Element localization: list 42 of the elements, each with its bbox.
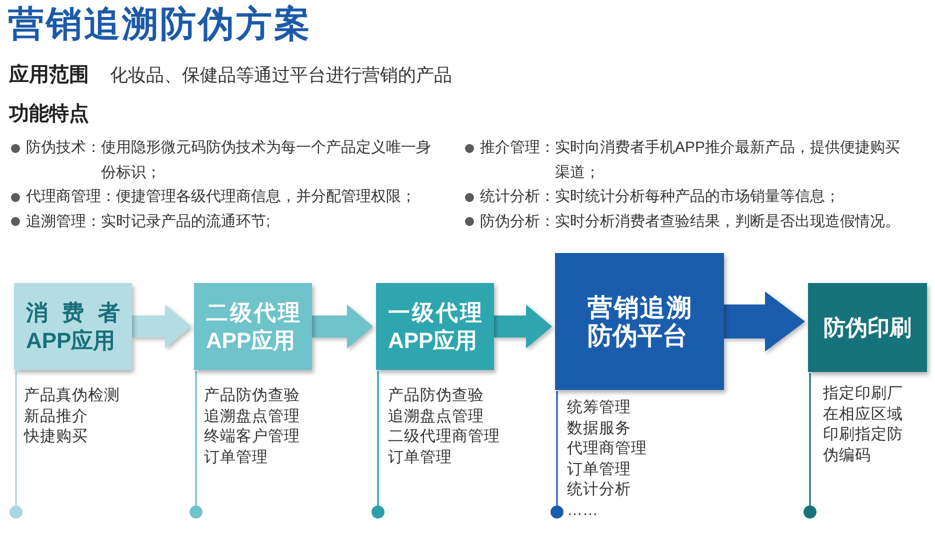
stage-box — [194, 283, 312, 370]
stage-box — [808, 283, 927, 372]
function-item: 产品防伪查验 — [204, 386, 300, 406]
function-item: 订单管理 — [388, 448, 452, 468]
block-arrow — [724, 292, 805, 352]
stage-title: 一级代理APP应用 — [388, 298, 482, 354]
block-arrow — [132, 304, 191, 348]
stage-title: 防伪印刷 — [824, 314, 912, 342]
function-item: 追溯盘点管理 — [388, 406, 484, 426]
stage-title: 营销追溯防伪平台 — [588, 294, 692, 350]
function-item: …… — [567, 500, 598, 520]
function-item: 新品推介 — [24, 406, 88, 426]
feature-text: 防伪分析：实时分析消费者查验结果，判断是否出现造假情况。 — [480, 212, 900, 232]
function-item: 产品真伪检测 — [24, 386, 120, 406]
stage-box — [14, 283, 132, 370]
stage-box — [555, 253, 724, 390]
function-item: 终端客户管理 — [204, 427, 300, 447]
stage-title: 二级代理APP应用 — [206, 298, 300, 354]
section-heading: 应用范围 — [9, 62, 89, 88]
feature-text: 追溯管理：实时记录产品的流通环节; — [26, 212, 270, 232]
function-item: 统计分析 — [567, 480, 631, 500]
function-item: 二级代理商管理 — [388, 427, 500, 447]
feature-text: 代理商管理：便捷管理各级代理商信息，并分配管理权限； — [26, 187, 416, 207]
page-title: 营销追溯防伪方案 — [8, 3, 312, 45]
block-arrow — [494, 304, 552, 348]
function-item: 指定印刷厂在相应区域印刷指定防伪编码 — [823, 384, 903, 466]
function-item: 订单管理 — [567, 460, 631, 480]
function-item: 追溯盘点管理 — [204, 406, 300, 426]
function-item: 统筹管理 — [567, 398, 631, 418]
function-item: 数据服务 — [567, 418, 631, 438]
function-item: 代理商管理 — [567, 439, 647, 459]
feature-text: 防伪技术：使用隐形微元码防伪技术为每一个产品定义唯一身份标识； — [26, 138, 432, 182]
feature-text: 推介管理：实时向消费者手机APP推介最新产品，提供便捷购买渠道； — [480, 138, 902, 182]
feature-text: 统计分析：实时统计分析每种产品的市场销量等信息； — [480, 187, 840, 207]
stage-title: 消费者APP应用 — [26, 298, 120, 354]
scope-text: 化妆品、保健品等通过平台进行营销的产品 — [110, 64, 452, 87]
function-item: 订单管理 — [204, 448, 268, 468]
section-heading: 功能特点 — [9, 102, 89, 127]
stage-box — [376, 283, 494, 370]
block-arrow — [312, 304, 373, 348]
function-item: 快捷购买 — [24, 427, 88, 447]
function-item: 产品防伪查验 — [388, 386, 484, 406]
